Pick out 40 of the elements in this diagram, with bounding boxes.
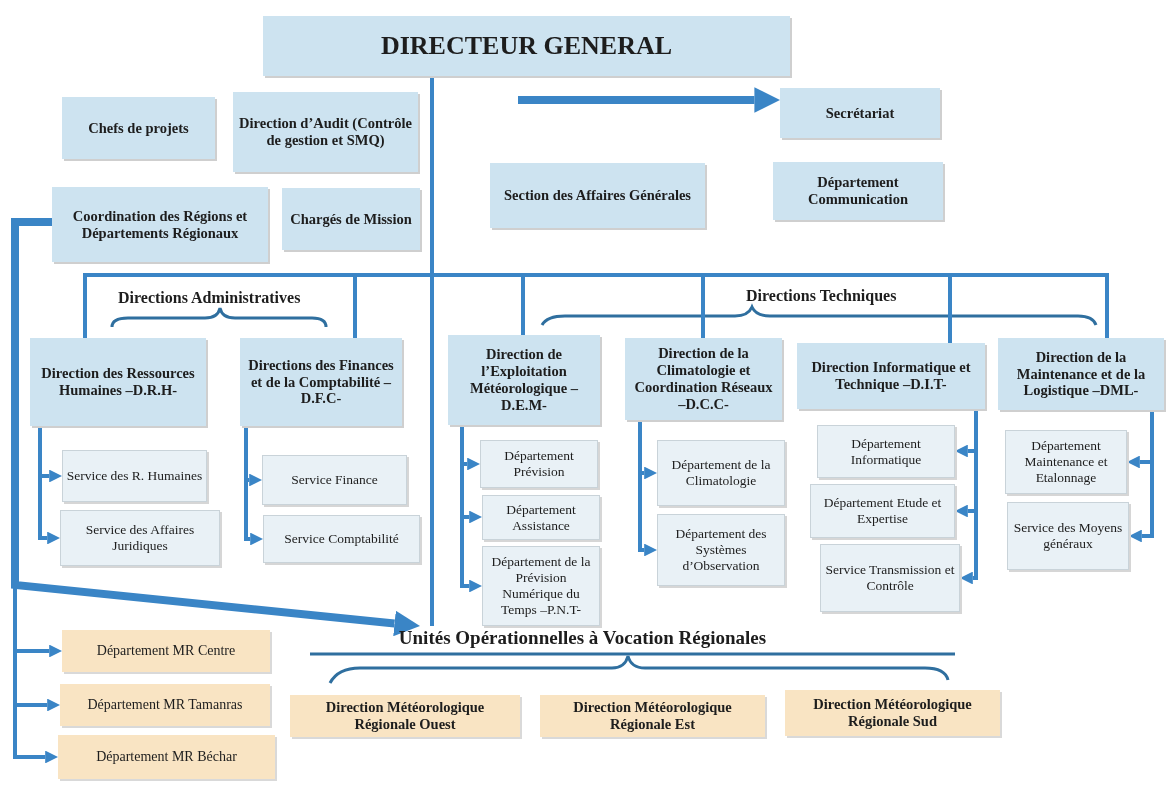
direction-box: Directions des Finances et de la Comptabilité –D.F.C- bbox=[240, 338, 402, 426]
department-box: Département Etude et Expertise bbox=[810, 484, 955, 538]
department-box: Département Maintenance et Etalonnage bbox=[1005, 430, 1127, 494]
direction-box: Direction de la Climatologie et Coordination Réseaux –D.C.C- bbox=[625, 338, 782, 420]
arrow bbox=[11, 218, 420, 637]
staff-box: Chargés de Mission bbox=[282, 188, 420, 250]
group-heading: Directions Techniques bbox=[746, 287, 897, 305]
service-box: Service des R. Humaines bbox=[62, 450, 207, 502]
regional-direction-box: Direction Météorologique Régionale Ouest bbox=[290, 695, 520, 737]
section-heading: Unités Opérationnelles à Vocation Régionales bbox=[330, 626, 835, 650]
staff-box: Département Communication bbox=[773, 162, 943, 220]
department-box: Département de la Climatologie bbox=[657, 440, 785, 506]
direction-box: Direction Informatique et Technique –D.I.T- bbox=[797, 343, 985, 409]
group-heading: Directions Administratives bbox=[118, 289, 301, 307]
staff-box: Section des Affaires Générales bbox=[490, 163, 705, 228]
staff-box: Direction d’Audit (Contrôle de gestion et SMQ) bbox=[233, 92, 418, 172]
connector-line bbox=[430, 76, 434, 626]
regional-department-box: Département MR Béchar bbox=[58, 735, 275, 779]
regional-direction-box: Direction Météorologique Régionale Est bbox=[540, 695, 765, 737]
direction-box: Direction de la Maintenance et de la Logistique –DML- bbox=[998, 338, 1164, 410]
staff-box: Chefs de projets bbox=[62, 97, 215, 159]
department-box: Département des Systèmes d’Observation bbox=[657, 514, 785, 586]
direction-box: Direction de l’Exploitation Météorologique –D.E.M- bbox=[448, 335, 600, 425]
department-box: Département Informatique bbox=[817, 425, 955, 478]
director-box: DIRECTEUR GENERAL bbox=[263, 16, 790, 76]
direction-box: Direction des Ressources Humaines –D.R.H- bbox=[30, 338, 206, 426]
regional-department-box: Département MR Centre bbox=[62, 630, 270, 672]
regional-department-box: Département MR Tamanras bbox=[60, 684, 270, 726]
service-box: Service des Moyens généraux bbox=[1007, 502, 1129, 570]
service-box: Service Comptabilité bbox=[263, 515, 420, 563]
department-box: Département Assistance bbox=[482, 495, 600, 540]
staff-box: Coordination des Régions et Départements Régionaux bbox=[52, 187, 268, 262]
service-box: Service Transmission et Contrôle bbox=[820, 544, 960, 612]
department-box: Département Prévision bbox=[480, 440, 598, 488]
service-box: Service des Affaires Juridiques bbox=[60, 510, 220, 566]
arrow bbox=[38, 426, 60, 545]
regional-direction-box: Direction Météorologique Régionale Sud bbox=[785, 690, 1000, 736]
staff-box: Secrétariat bbox=[780, 88, 940, 138]
service-box: Service Finance bbox=[262, 455, 407, 505]
department-box: Département de la Prévision Numérique du Temps –P.N.T- bbox=[482, 546, 600, 626]
